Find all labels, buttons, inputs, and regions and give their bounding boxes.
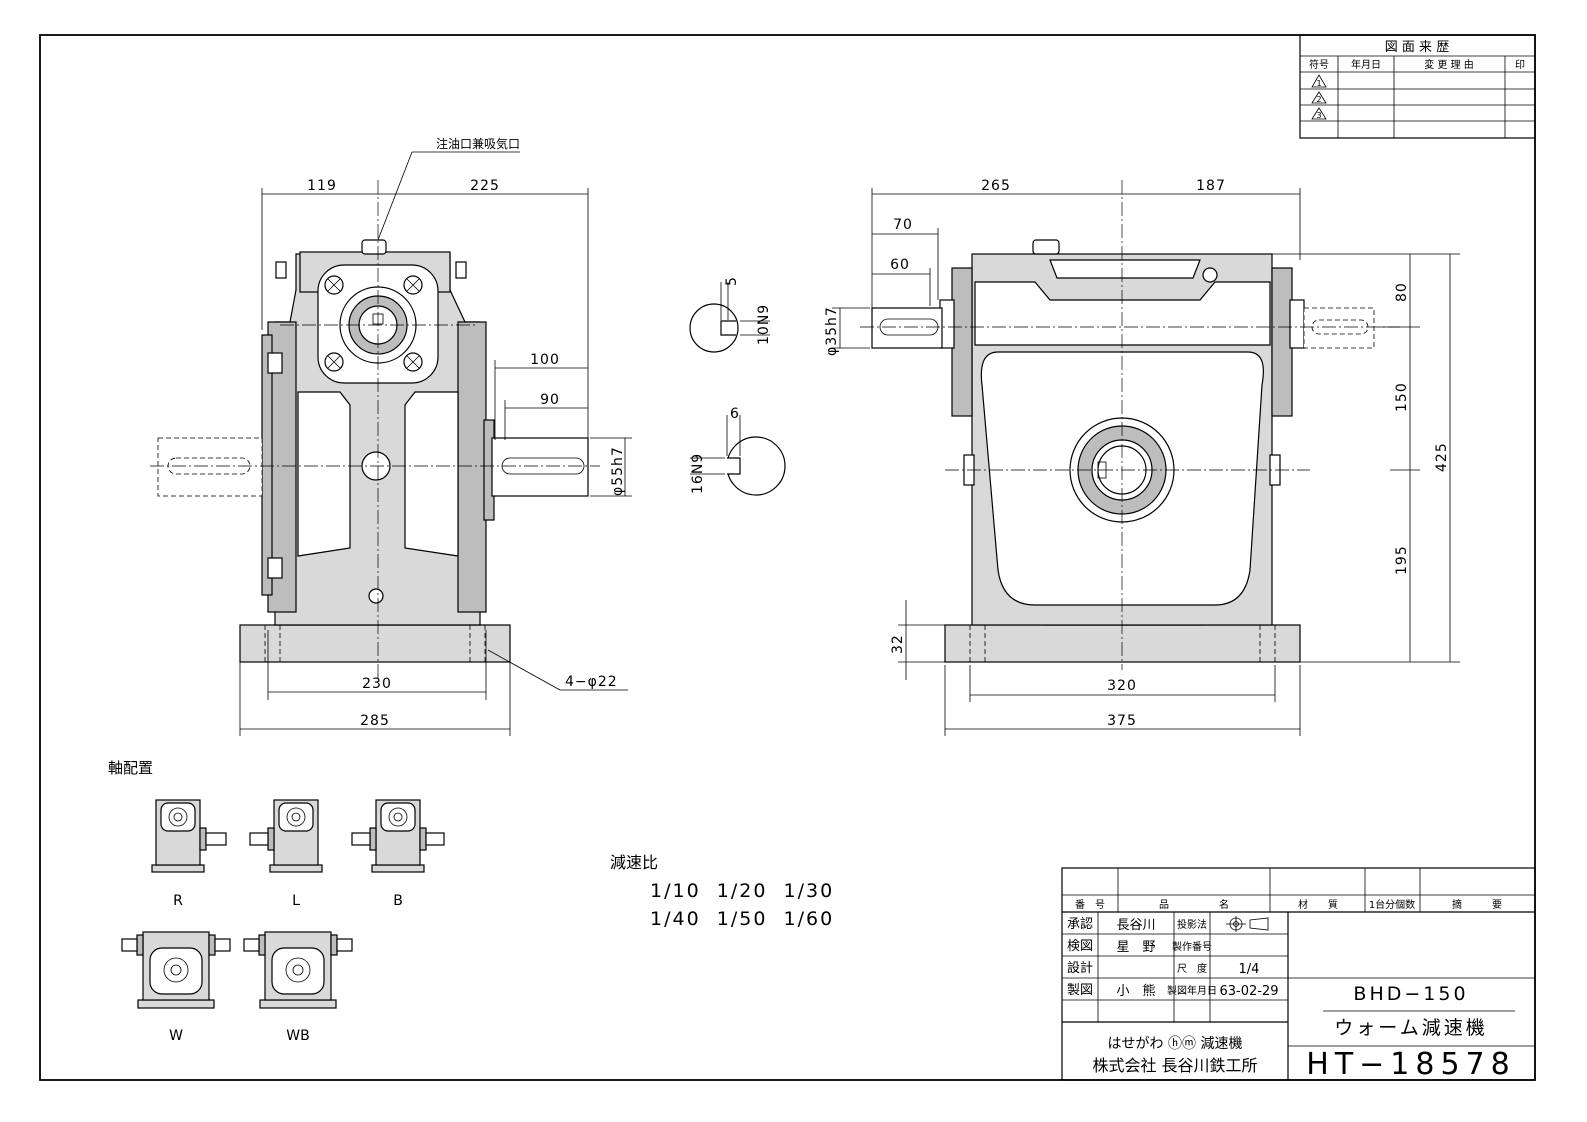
tb-approved: 長谷川 [1116, 918, 1155, 933]
svg-text:3: 3 [1316, 111, 1321, 120]
side-dim-shaft: φ35h7 [824, 306, 840, 356]
oil-port-label: 注油口兼吸気口 [436, 136, 520, 151]
tb-projection-label: 投影法 [1177, 918, 1207, 931]
keyway-top-width: 10N9 [756, 304, 772, 345]
front-dim-230: 230 [362, 676, 392, 692]
arrangement-R: R [151, 799, 227, 909]
revision-header-reason: 変 更 理 由 [1424, 58, 1474, 71]
tb-checked: 星 野 [1116, 940, 1155, 955]
reduction-row-2: 1/40 1/50 1/60 [650, 908, 834, 930]
tb-date: 63-02-29 [1219, 984, 1278, 999]
front-dim-shaft: φ55h7 [610, 446, 626, 496]
tb-model: BHD−150 [1353, 983, 1468, 1005]
keyway-details: 5 10N9 6 16N9 [689, 276, 786, 496]
tb-header-number: 番 号 [1075, 899, 1105, 911]
front-dim-100: 100 [530, 352, 560, 368]
arrangement-WB: WB [243, 931, 353, 1044]
front-view: 119 225 100 90 φ55h7 230 285 4−φ22 注油口兼吸… [150, 136, 632, 736]
revision-header-date: 年月日 [1351, 58, 1381, 71]
arrangement-L: L [249, 799, 323, 909]
tb-drawn-label: 製図 [1067, 983, 1093, 998]
tb-product: ウォーム減速機 [1334, 1017, 1487, 1039]
front-dim-119: 119 [307, 178, 337, 194]
tb-brand: はせがわ ⓗⓜ 減速機 [1108, 1035, 1243, 1052]
svg-text:W: W [169, 1028, 183, 1044]
front-dim-holes: 4−φ22 [565, 674, 618, 690]
keyway-bot-width: 16N9 [690, 453, 706, 494]
svg-text:R: R [173, 893, 183, 909]
side-view: 265 187 70 60 φ35h7 80 150 195 425 32 32… [824, 178, 1460, 736]
side-dim-195: 195 [1394, 545, 1410, 575]
side-dim-187: 187 [1196, 178, 1226, 194]
keyway-top-depth: 5 [724, 276, 740, 286]
tb-header-name: 品 名 [1159, 898, 1229, 911]
front-dim-285: 285 [360, 713, 390, 729]
arrangement-B: B [351, 799, 445, 909]
revision-header-symbol: 符号 [1309, 58, 1329, 71]
reduction-title: 減速比 [610, 853, 658, 872]
flange-bolts [324, 275, 423, 372]
side-dim-265: 265 [981, 178, 1011, 194]
side-dim-320: 320 [1107, 678, 1137, 694]
svg-text:B: B [393, 893, 403, 909]
revision-symbol-1: 1 [1311, 74, 1327, 88]
revision-header-seal: 印 [1515, 59, 1525, 71]
tb-header-material: 材 質 [1298, 898, 1338, 911]
side-dim-425: 425 [1434, 442, 1450, 472]
keyway-bot-depth: 6 [730, 406, 740, 422]
revision-table: 図 面 来 歴 符号 年月日 変 更 理 由 印 1 2 3 [1299, 34, 1536, 139]
revision-title: 図 面 来 歴 [1385, 40, 1449, 55]
tb-designed-label: 設計 [1067, 960, 1093, 976]
svg-text:1: 1 [1316, 79, 1321, 88]
front-dim-90: 90 [540, 392, 560, 408]
tb-drawing-no: HT−18578 [1306, 1047, 1515, 1082]
projection-symbol-icon [1226, 916, 1269, 932]
shaft-arrangement: 軸配置 R L B [108, 759, 445, 1044]
side-dim-150: 150 [1394, 382, 1410, 412]
tb-header-remarks: 摘 要 [1452, 898, 1502, 911]
svg-text:WB: WB [286, 1028, 309, 1044]
side-dim-70: 70 [893, 217, 913, 233]
front-dim-225: 225 [470, 178, 500, 194]
tb-date-label: 製図年月日 [1167, 984, 1217, 997]
revision-symbol-3: 3 [1311, 107, 1327, 120]
tb-approved-label: 承認 [1067, 916, 1093, 932]
reduction-row-1: 1/10 1/20 1/30 [650, 880, 834, 902]
arrangement-W: W [121, 931, 231, 1044]
tb-serial-label: 製作番号 [1172, 940, 1212, 953]
tb-drawn: 小 熊 [1116, 983, 1155, 999]
reduction-ratios: 減速比 1/10 1/20 1/30 1/40 1/50 1/60 [610, 853, 834, 930]
side-dim-32: 32 [890, 634, 906, 654]
revision-symbol-2: 2 [1311, 91, 1327, 104]
tb-scale-label: 尺 度 [1177, 962, 1207, 975]
tb-scale: 1/4 [1239, 962, 1260, 977]
tb-checked-label: 検図 [1067, 939, 1093, 954]
title-block: 番 号 品 名 材 質 1台分個数 摘 要 承認 長谷川 検図 星 野 設計 製… [1061, 867, 1536, 1082]
tb-company: 株式会社 長谷川鉄工所 [1092, 1056, 1257, 1075]
side-dim-60: 60 [890, 257, 910, 273]
svg-text:L: L [292, 893, 300, 909]
side-dim-80: 80 [1394, 282, 1410, 302]
tb-header-qty: 1台分個数 [1369, 898, 1415, 911]
shaft-arrangement-title: 軸配置 [108, 759, 153, 777]
svg-text:2: 2 [1316, 95, 1321, 104]
sheet-border [39, 34, 1536, 1081]
side-dim-375: 375 [1107, 713, 1137, 729]
